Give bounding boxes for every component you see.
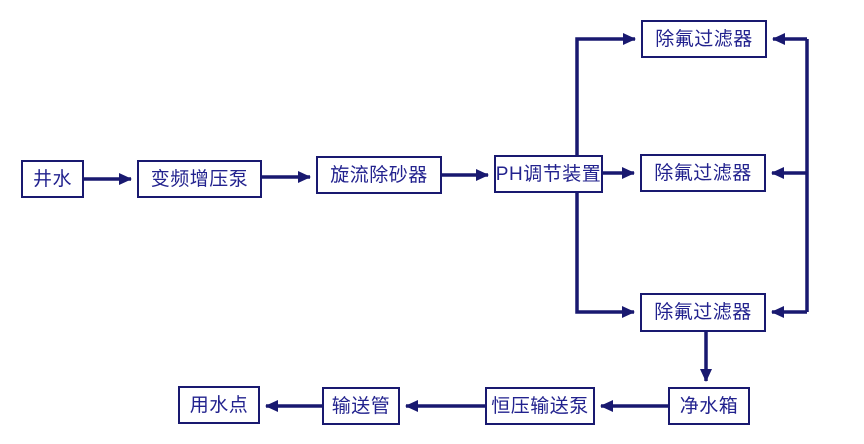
- edge-ph-to-filter1: [575, 33, 636, 155]
- node-fluoride-filter-2: 除氟过滤器: [640, 154, 766, 192]
- node-ph-adjuster: PH调节装置: [494, 155, 603, 193]
- node-booster-pump: 变频增压泵: [137, 160, 262, 198]
- node-water-use-point: 用水点: [178, 386, 260, 424]
- node-well-water: 井水: [21, 160, 84, 198]
- node-delivery-pipe: 输送管: [322, 387, 400, 425]
- node-cyclone-desander: 旋流除砂器: [316, 156, 442, 194]
- node-clean-water-tank: 净水箱: [668, 387, 750, 425]
- node-constant-pressure-pump: 恒压输送泵: [485, 387, 595, 425]
- node-fluoride-filter-1: 除氟过滤器: [641, 20, 767, 58]
- node-fluoride-filter-3: 除氟过滤器: [640, 293, 766, 332]
- edge-ph-to-filter3: [575, 193, 635, 318]
